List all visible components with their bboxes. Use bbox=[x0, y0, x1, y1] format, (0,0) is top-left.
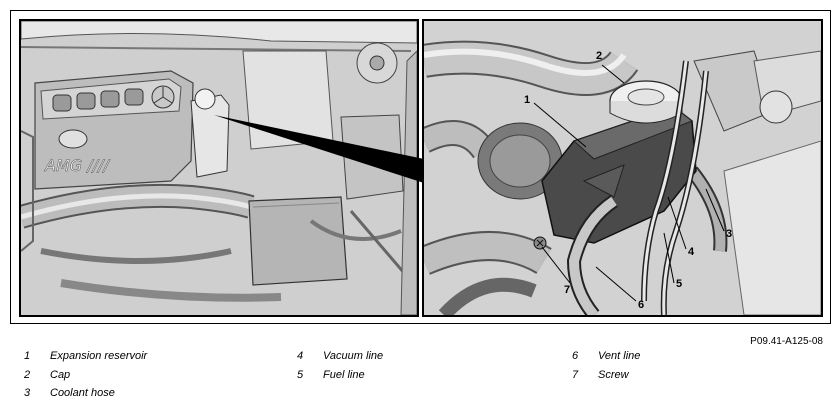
callout-6: 6 bbox=[638, 299, 645, 311]
legend-label: Fuel line bbox=[323, 369, 365, 381]
legend-number: 3 bbox=[24, 387, 31, 399]
callout-1: 1 bbox=[524, 94, 531, 106]
reservoir-detail-drawing bbox=[424, 21, 821, 315]
legend-number: 5 bbox=[297, 369, 304, 381]
legend-label: Vent line bbox=[598, 350, 641, 362]
legend-label: Cap bbox=[50, 369, 71, 381]
callout-7: 7 bbox=[564, 284, 571, 296]
engine-illustration-figure: AMG //// bbox=[10, 10, 831, 324]
detail-panel: 1 2 3 4 5 6 7 bbox=[422, 19, 823, 317]
legend-label: Expansion reservoir bbox=[50, 350, 148, 362]
callout-2: 2 bbox=[596, 50, 603, 62]
legend-number: 2 bbox=[24, 369, 31, 381]
legend-number: 7 bbox=[572, 369, 579, 381]
legend-label: Vacuum line bbox=[323, 350, 384, 362]
legend-number: 1 bbox=[24, 350, 31, 362]
legend-label: Screw bbox=[598, 369, 629, 381]
svg-text:AMG ////: AMG //// bbox=[44, 156, 110, 175]
figure-code: P09.41-A125-08 bbox=[750, 336, 823, 347]
callout-4: 4 bbox=[688, 246, 695, 258]
overview-panel: AMG //// bbox=[19, 19, 419, 317]
callout-3: 3 bbox=[726, 228, 733, 240]
legend-number: 6 bbox=[572, 350, 579, 362]
engine-overview-drawing: AMG //// bbox=[21, 21, 417, 315]
legend-label: Coolant hose bbox=[50, 387, 115, 399]
zoom-connector-wedge bbox=[214, 115, 424, 183]
callout-5: 5 bbox=[676, 278, 683, 290]
legend-number: 4 bbox=[297, 350, 304, 362]
